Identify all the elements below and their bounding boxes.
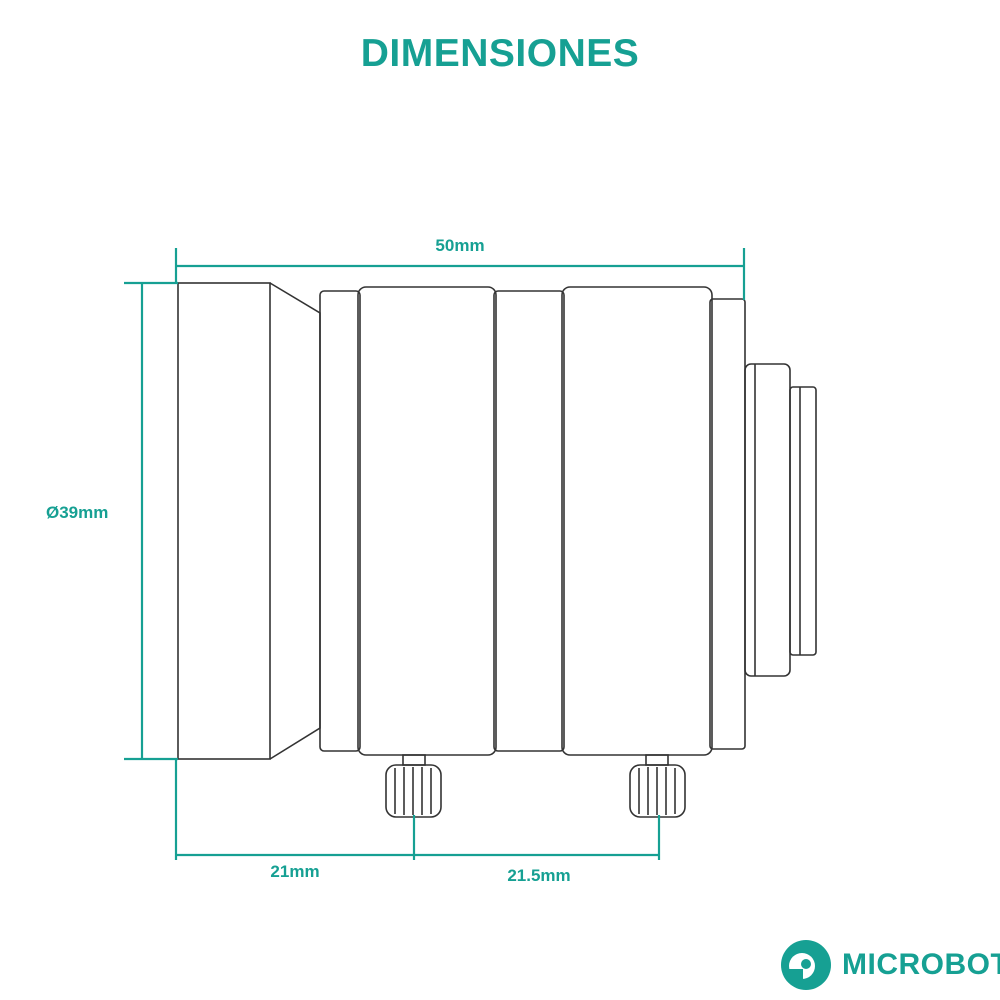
dimension-line-diameter xyxy=(124,281,178,761)
lens-iris-ring xyxy=(561,286,713,756)
set-screw-icon xyxy=(629,754,686,818)
dimension-line-total-length xyxy=(174,248,746,300)
lens-taper xyxy=(269,282,321,760)
microbot-logo-icon xyxy=(781,940,831,990)
dimension-line-bottom xyxy=(174,759,661,860)
lens-rear-segment xyxy=(709,298,746,750)
lens-mount xyxy=(744,363,791,677)
page-title: DIMENSIONES xyxy=(360,32,640,75)
lens-focus-ring xyxy=(357,286,497,756)
dimension-screw-to-screw-label: 21.5mm xyxy=(507,866,571,885)
dimension-lines xyxy=(124,248,746,860)
dimension-front-to-screw-label: 21mm xyxy=(270,862,320,881)
lens-barrel-segment xyxy=(319,290,361,752)
brand-name: MICROBOT xyxy=(842,948,1000,981)
brand-logo: MICROBOT ® xyxy=(780,937,1000,993)
lens-front-hood xyxy=(177,282,271,760)
lens-mount-thread xyxy=(789,386,817,656)
lens-barrel-segment xyxy=(493,290,565,752)
set-screw-icon xyxy=(385,754,442,818)
dimension-diameter-label: Ø39mm xyxy=(46,503,109,522)
dimension-total-length-label: 50mm xyxy=(435,236,485,255)
lens-outline xyxy=(177,282,817,818)
